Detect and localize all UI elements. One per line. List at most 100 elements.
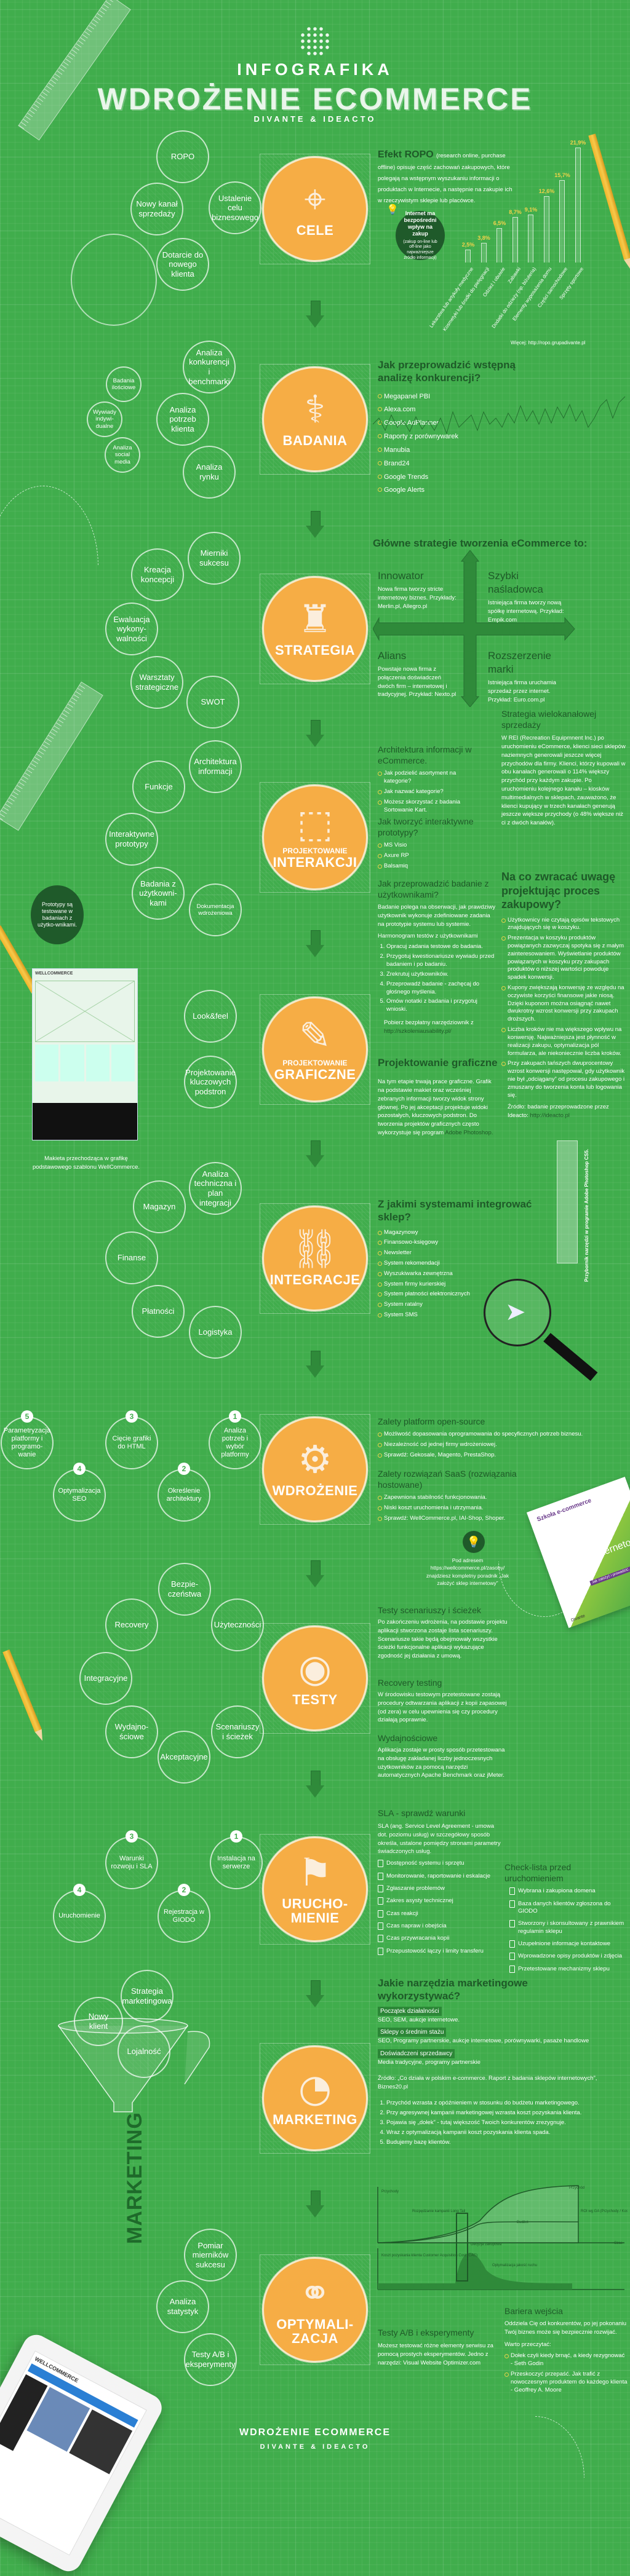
bubble-testy[interactable]: Scenariuszy i ścieżek bbox=[211, 1705, 264, 1758]
schedule-step: Przygotuj kwestionariusze wywiadu przed … bbox=[386, 953, 498, 969]
reading-title: Warto przeczytać: bbox=[504, 2341, 551, 2348]
bubble-graficzne[interactable]: Projektowanie kluczowych podstron bbox=[184, 1056, 237, 1108]
bubble-marketing[interactable]: Nowy klient bbox=[74, 1997, 123, 2046]
bubble-marketing[interactable]: Strategia marketingowa bbox=[121, 1970, 173, 2023]
strategia-stage-circle[interactable]: ♜STRATEGIA bbox=[262, 576, 368, 682]
pencil-decoration bbox=[2, 1649, 42, 1732]
optymalizacja-stage-circle[interactable]: ⚭OPTYMALI-ZACJA bbox=[262, 2257, 368, 2363]
wdrozenie-step[interactable]: Określenie architektury bbox=[158, 1469, 210, 1522]
ab-tests-text: Możesz testować różne elementy serwisu z… bbox=[378, 2342, 493, 2366]
bubble-cele[interactable]: ROPO bbox=[156, 130, 209, 183]
bubble-label: Testy A/B i eksperymenty bbox=[185, 2350, 236, 2369]
wdrozenie-step[interactable]: Analiza potrzeb i wybór platformy bbox=[209, 1416, 261, 1469]
bubble-badania[interactable]: Analiza social media bbox=[105, 437, 140, 473]
bubble-testy[interactable]: Integracyjne bbox=[79, 1652, 132, 1705]
chart-label-y1: Przychody bbox=[381, 2190, 399, 2194]
bubble-badania[interactable]: Wywiady indywi-dualne bbox=[87, 401, 122, 437]
integracje-stage-circle[interactable]: ⛓INTEGRACJE bbox=[262, 1206, 368, 1311]
bubble-strategia[interactable]: Kreacja koncepcji bbox=[131, 548, 184, 601]
bubble-badania[interactable]: Analiza potrzeb klienta bbox=[156, 393, 209, 446]
list-item: Sprawdź: WellCommerce.pl, IAI-Shop, Shop… bbox=[378, 1515, 538, 1523]
bubble-strategia[interactable]: Warsztaty strategiczne bbox=[130, 656, 183, 709]
ia-section: Architektura informacji w eCommerce. Jak… bbox=[378, 744, 482, 816]
bubble-label: Logistyka bbox=[198, 1327, 233, 1337]
bubble-cele[interactable]: Nowy kanał sprzedaży bbox=[130, 183, 183, 235]
bubble-integracje[interactable]: Magazyn bbox=[133, 1180, 186, 1233]
checklist-item: Baza danych klientów zgłoszona do GIODO bbox=[509, 1900, 628, 1916]
step-label: Określenie architektury bbox=[166, 1487, 202, 1503]
bubble-label: SWOT bbox=[201, 697, 225, 707]
bubble-optymalizacja[interactable]: Testy A/B i eksperymenty bbox=[184, 2333, 237, 2386]
bubble-cele[interactable]: Ustalenie celu biznesowego bbox=[209, 181, 261, 234]
step-label: Instalacja na serwerze bbox=[217, 1854, 255, 1870]
prototypes-tip-bubble: Prototypy są testowane w badaniach z uży… bbox=[31, 885, 84, 944]
sla-checkbox-item: Dostępność systemu i sprzętu bbox=[378, 1860, 501, 1868]
step-number-badge: 4 bbox=[73, 1884, 86, 1896]
marketing-stage-circle[interactable]: ◔MARKETING bbox=[262, 2045, 368, 2151]
bubble-strategia[interactable]: Ewaluacja wykony-walności bbox=[105, 603, 158, 655]
bubble-interakcji[interactable]: Badania z użytkowni-kami bbox=[132, 867, 185, 920]
badania-stage-circle[interactable]: ⚕BADANIA bbox=[262, 366, 368, 472]
uruchomienie-step[interactable]: Instalacja na serwerze bbox=[210, 1836, 263, 1889]
wdrozenie-stage-circle[interactable]: ⚙WDROŻENIE bbox=[262, 1416, 368, 1522]
optymalizacja-label: OPTYMALI-ZACJA bbox=[276, 2316, 354, 2346]
purchase-source-link[interactable]: http://ideacto.pl bbox=[530, 1112, 570, 1120]
cele-stage-circle[interactable]: ⌖CELE bbox=[262, 156, 368, 262]
test-text: W środowisku testowym przetestowane zost… bbox=[378, 1691, 507, 1724]
uruchomienie-step[interactable]: Warunki rozwoju i SLA bbox=[105, 1836, 158, 1889]
bubble-integracje[interactable]: Analiza techniczna i plan integracji bbox=[189, 1162, 242, 1215]
prototypes-heading: Jak tworzyć interaktywne prototypy? bbox=[378, 816, 474, 838]
bubble-testy[interactable]: Wydajno-ściowe bbox=[105, 1705, 158, 1758]
step-label: Cięcie grafiki do HTML bbox=[112, 1434, 151, 1450]
bubble-interakcji[interactable]: Architektura informacji bbox=[189, 740, 242, 793]
bubble-optymalizacja[interactable]: Analiza statystyk bbox=[156, 2280, 209, 2333]
bubble-testy[interactable]: Użyteczności bbox=[211, 1598, 264, 1651]
down-arrow-icon bbox=[306, 1560, 324, 1587]
bubble-label: Analiza konkurencji i benchmarki bbox=[188, 347, 230, 386]
wdrozenie-step[interactable]: Cięcie grafiki do HTML bbox=[105, 1416, 158, 1469]
bubble-strategia[interactable]: Mierniki sukcesu bbox=[188, 532, 241, 585]
bubble-optymalizacja[interactable]: Pomiar mierników sukcesu bbox=[184, 2229, 237, 2282]
bubble-integracje[interactable]: Finanse bbox=[105, 1231, 158, 1284]
bubble-integracje[interactable]: Płatności bbox=[132, 1285, 185, 1338]
bubble-graficzne[interactable]: Look&feel bbox=[184, 990, 237, 1043]
bubble-label: Użyteczności bbox=[213, 1620, 261, 1630]
ropo-more-link[interactable]: http://ropo.grupadivante.pl bbox=[528, 340, 586, 346]
user-research-heading: Jak przeprowadzić badanie z użytkownikam… bbox=[378, 879, 489, 900]
wdrozenie-step[interactable]: Parametryzacja platformy i programo-wani… bbox=[1, 1416, 54, 1469]
bubble-badania[interactable]: Analiza konkurencji i benchmarki bbox=[183, 341, 236, 393]
bubble-interakcji[interactable]: Dokumentacja wdrożeniowa bbox=[189, 883, 242, 936]
user-research-section: Jak przeprowadzić badanie z użytkownikam… bbox=[378, 878, 498, 1035]
bubble-interakcji[interactable]: Funkcje bbox=[132, 761, 185, 813]
marketing-point: Przy agresywnej kampanii marketingowej w… bbox=[386, 2109, 624, 2117]
bubble-cele[interactable]: Dotarcie do nowego klienta bbox=[156, 238, 209, 291]
chart-bar bbox=[480, 242, 487, 263]
wdrozenie-step[interactable]: Optymalizacja SEO bbox=[53, 1469, 106, 1522]
down-arrow-icon bbox=[306, 510, 324, 538]
bubble-label: Ewaluacja wykony-walności bbox=[113, 614, 150, 643]
bubble-label: Architektura informacji bbox=[194, 757, 237, 776]
uruchomienie-step[interactable]: Rejestracja w GIODO bbox=[158, 1890, 210, 1943]
bar-value-label: 8,7% bbox=[509, 208, 522, 215]
bubble-badania[interactable]: Badania ilościowe bbox=[106, 366, 142, 402]
ropo-tip-bubble: Internet ma bezpośredni wpływ na zakup (… bbox=[396, 210, 445, 260]
mockup-brand: WELLCOMMERCE bbox=[35, 971, 73, 976]
bubble-testy[interactable]: Recovery bbox=[105, 1598, 158, 1651]
bubble-testy[interactable]: Bezpie-czeństwa bbox=[158, 1563, 211, 1616]
system-list-item: System ratalny bbox=[378, 1301, 550, 1309]
checklist-item: Uzupełnione informacje kontaktowe bbox=[509, 1940, 628, 1948]
testy-stage-circle[interactable]: ◉TESTY bbox=[262, 1626, 368, 1731]
uruchomienie-step[interactable]: Uruchomienie bbox=[53, 1890, 106, 1943]
schedule-step: Przeprowadź badanie - zachęcaj do głośne… bbox=[386, 981, 498, 997]
bubble-integracje[interactable]: Logistyka bbox=[189, 1306, 242, 1359]
header-kicker: INFOGRAFIKA bbox=[237, 60, 393, 79]
bubble-badania[interactable]: Analiza rynku bbox=[183, 446, 236, 499]
bubble-strategia[interactable]: SWOT bbox=[186, 676, 239, 729]
download-link[interactable]: http://szkoleniausability.pl/ bbox=[384, 1027, 452, 1035]
bubble-interakcji[interactable]: Interaktywne prototypy bbox=[105, 813, 158, 866]
bubble-testy[interactable]: Akceptacyjne bbox=[158, 1731, 210, 1784]
bubble-marketing[interactable]: Lojalność bbox=[118, 2025, 170, 2078]
uruchomienie-stage-circle[interactable]: ⚑URUCHO-MIENIE bbox=[262, 1836, 368, 1942]
